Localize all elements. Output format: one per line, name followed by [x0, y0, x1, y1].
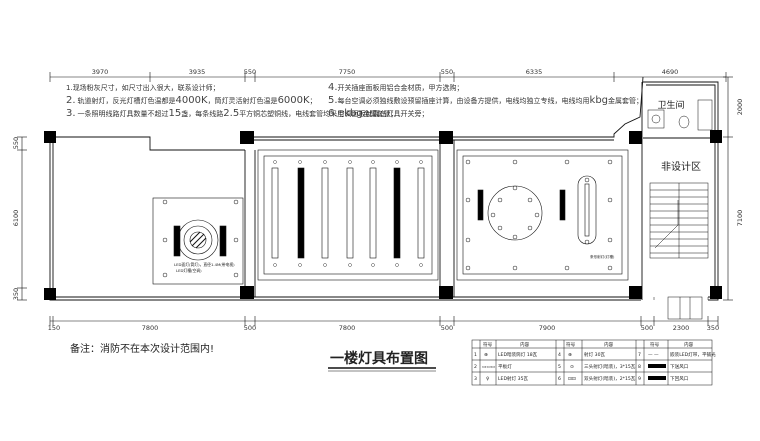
dim-left-1: 550: [12, 137, 20, 149]
legend-label: 下送风口: [670, 363, 689, 370]
legend-symbol: ♀: [486, 376, 489, 382]
supply-vent-icon: [648, 364, 666, 368]
note-6: 6.空调面板就置在灯具开关旁；: [328, 108, 429, 119]
dim-bottom-5: 500: [441, 324, 453, 332]
columns: [44, 130, 722, 300]
legend-no: 9: [638, 376, 641, 382]
legend-symbol: ⊕: [484, 353, 488, 358]
legend-header-content-2: 内容: [604, 341, 614, 348]
dim-top-6: 6335: [526, 68, 543, 76]
dim-right-2: 7100: [736, 210, 744, 227]
dim-left-2: 6100: [12, 210, 20, 227]
remark-text: 备注：消防不在本次设计范围内!: [70, 342, 214, 355]
dimension-bottom: [49, 316, 719, 326]
dim-bottom-8: 2300: [673, 324, 690, 332]
dim-right-1: 2000: [736, 99, 744, 116]
non-design-area-label: 非设计区: [661, 160, 701, 173]
dimension-right: [723, 76, 733, 301]
dim-bottom-3: 500: [244, 324, 256, 332]
note-1: 1.现场粉灰尺寸，如尺寸出入很大，联系设计师；: [66, 83, 220, 92]
fixture-annotation-2: LED灯槽(空调): [176, 268, 202, 273]
legend-symbol: ▭▭▭: [482, 365, 495, 370]
legend-header-content-1: 内容: [520, 341, 530, 348]
legend-no: 6: [558, 376, 561, 382]
legend-symbol: ⊡⊡: [568, 377, 576, 382]
legend-label: LED射灯 35瓦: [498, 375, 528, 382]
dimension-left: [17, 136, 27, 301]
legend-no: 3: [474, 376, 477, 382]
stairs: [649, 182, 709, 259]
note-2: 2.轨道射灯，反光灯槽灯色温都是4000K，筒灯灵活射灯色温是6000K；: [66, 95, 317, 106]
legend-label: 三头射灯(暗装)，3*15瓦: [584, 363, 636, 370]
dim-bottom-7: 500: [641, 324, 653, 332]
panel-light-strips: [271, 167, 425, 259]
dim-top-2: 3935: [189, 68, 206, 76]
note-4: 4.开关插座面板用铝合金材质，甲方选购；: [328, 82, 464, 93]
note-5: 5.每台空调必须独线敷设预留插座计算，由设备方提供，电线均独立专线，电线均用kb…: [328, 95, 643, 106]
general-notes: 1.现场粉灰尺寸，如尺寸出入很大，联系设计师； 2.轨道射灯，反光灯槽灯色温都是…: [66, 82, 643, 119]
legend-no: 8: [638, 364, 641, 370]
dim-bottom-4: 7800: [339, 324, 356, 332]
dim-bottom-9: 350: [707, 324, 719, 332]
legend-symbol: — —: [648, 353, 659, 358]
legend-header: 符号 内容 符号 内容 符号 内容: [483, 341, 694, 348]
legend-header-symbol-2: 符号: [566, 341, 576, 348]
dim-top-4: 7750: [339, 68, 356, 76]
legend-no: 7: [638, 352, 641, 358]
legend-table: [471, 339, 713, 386]
legend-header-symbol-3: 符号: [650, 341, 660, 348]
track-light-annotation: 条形射灯(灯槽): [590, 254, 615, 259]
dimension-top-labels: 3970 3935 550 7750 550 6335 4690: [92, 68, 679, 76]
dim-top-3: 550: [244, 68, 256, 76]
dimension-top: [49, 72, 727, 82]
middle-room-downlights: [273, 160, 423, 267]
legend-no: 1: [474, 352, 477, 358]
legend-no: 4: [558, 352, 561, 358]
legend-label: 双头射灯(暗装)，2*15瓦: [584, 375, 636, 382]
legend-no: 2: [474, 364, 477, 370]
room-right: [456, 149, 629, 281]
entrance-doors: [653, 296, 709, 320]
restroom-label: 卫生间: [657, 99, 684, 111]
legend-label: 下回风口: [670, 376, 689, 382]
legend-label: LED暗装筒灯 18瓦: [498, 351, 538, 358]
legend-symbol: ⊕: [568, 353, 572, 358]
drawing-title: 一楼灯具布置图: [330, 350, 428, 367]
dim-top-7: 4690: [662, 68, 679, 76]
dim-bottom-2: 7800: [142, 324, 159, 332]
left-room-downlights: [162, 199, 239, 278]
legend-header-symbol-1: 符号: [483, 341, 493, 348]
fixture-annotation: LED面灯(筒灯)，直径1.4M(带电视): [174, 262, 235, 267]
dimension-bottom-labels: 150 7800 500 7800 500 7900 500 2300 350: [48, 324, 719, 332]
legend-rows: 1 ⊕ LED暗装筒灯 18瓦 4 ⊕ 射灯 30瓦 7 — — 嵌装LED灯带…: [474, 351, 716, 382]
legend-label: 平板灯: [498, 363, 512, 370]
note-3: 3.一条照明线路灯具数量不超过15盏，每条线路2.5平方铜芯塑铜线，电线套管均采…: [66, 108, 398, 119]
legend-label: 嵌装LED灯带，平铺光: [670, 351, 716, 358]
return-vent-icon: [648, 376, 666, 380]
dim-bottom-1: 150: [48, 324, 60, 332]
legend-symbol: ⊙: [570, 365, 574, 370]
right-room-downlights: [465, 159, 613, 271]
legend-label: 射灯 30瓦: [584, 351, 605, 358]
dim-top-5: 550: [441, 68, 453, 76]
dim-top-1: 3970: [92, 68, 109, 76]
room-left: [152, 197, 244, 285]
dim-left-3: 350: [12, 288, 20, 300]
room-middle: [257, 149, 439, 281]
dim-bottom-6: 7900: [539, 324, 556, 332]
legend-no: 5: [558, 364, 561, 370]
restroom: [647, 99, 713, 131]
legend-header-content-3: 内容: [684, 341, 694, 348]
